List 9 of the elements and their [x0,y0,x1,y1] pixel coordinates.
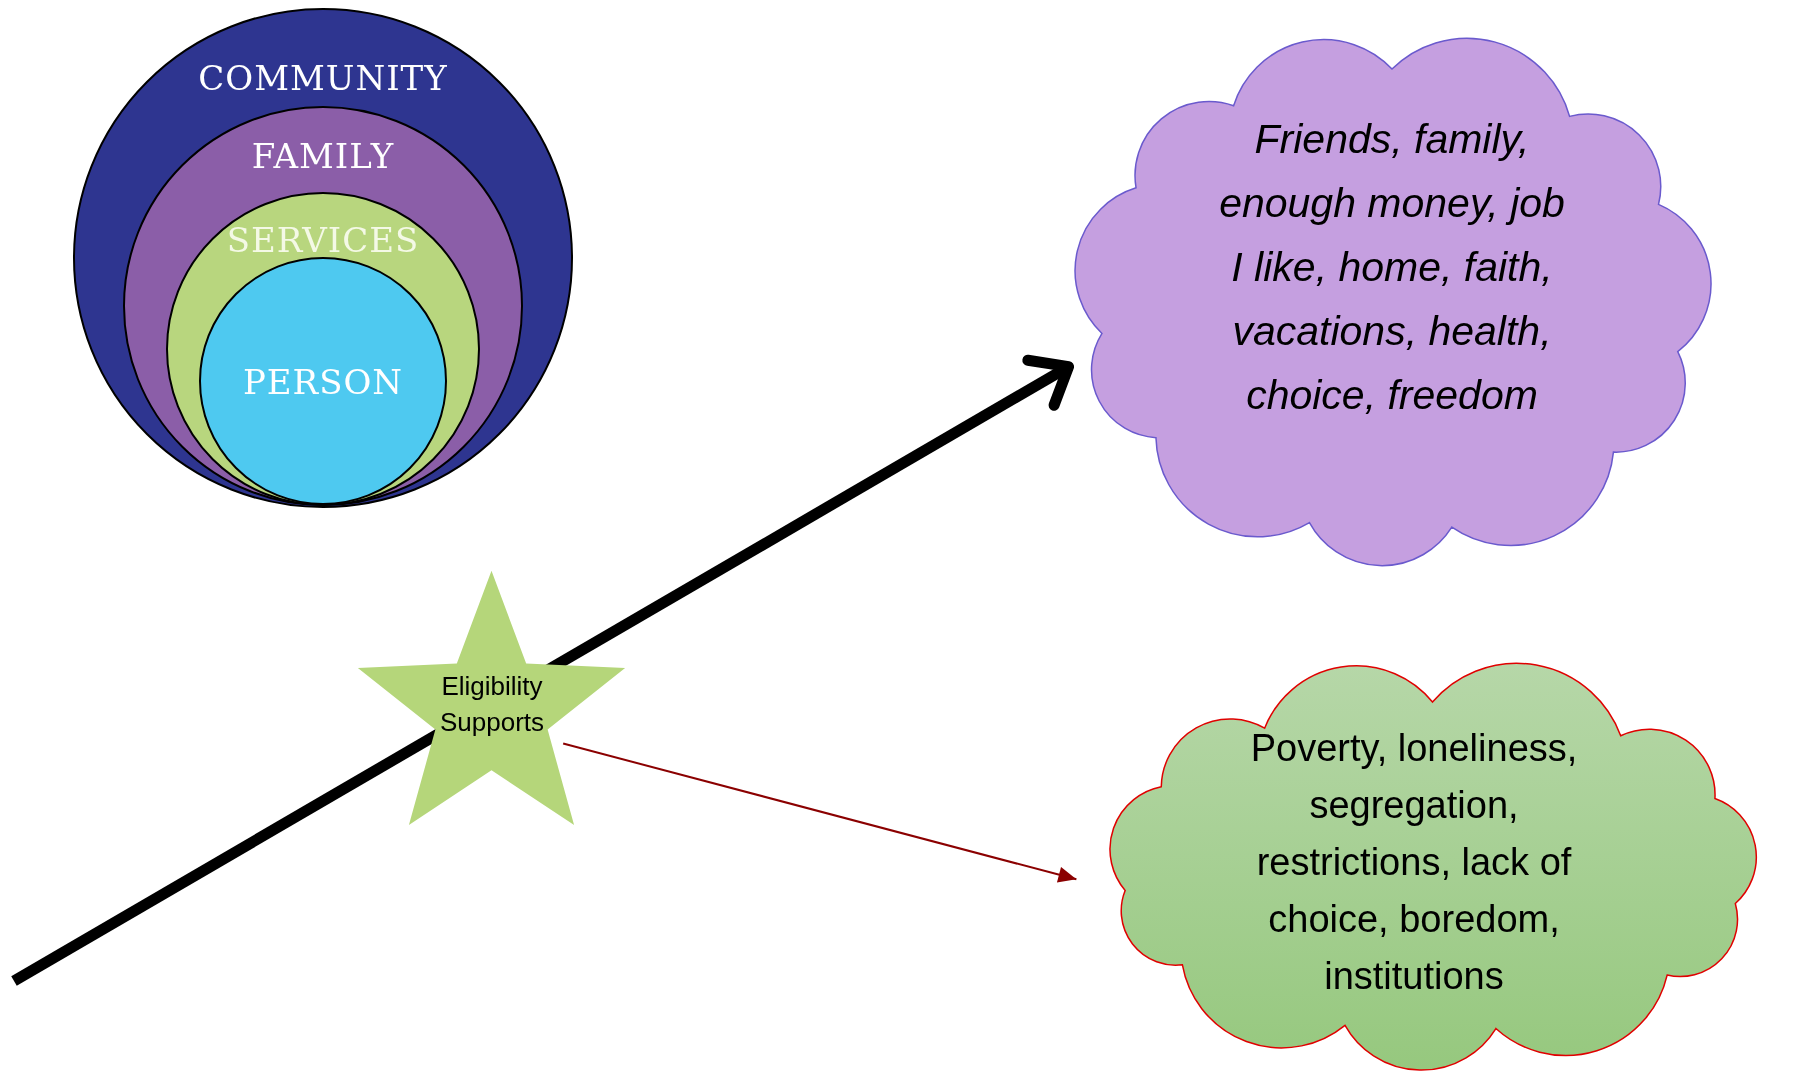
arrow [11,354,1075,986]
node-text: Poverty, loneliness, segregation, restrictions, lack of choice, boredom, institutions [1249,726,1579,999]
ring-label: PERSON [241,361,405,404]
arrow [562,742,1078,883]
node-text: Friends, family, enough money, job I like, home, faith, vacations, health, choice, freedom [1218,115,1566,420]
ring-label: SERVICES [225,219,421,262]
ring-label: FAMILY [250,135,396,178]
ring-label: COMMUNITY [197,57,449,100]
node-text: Eligibility Supports [438,670,546,740]
